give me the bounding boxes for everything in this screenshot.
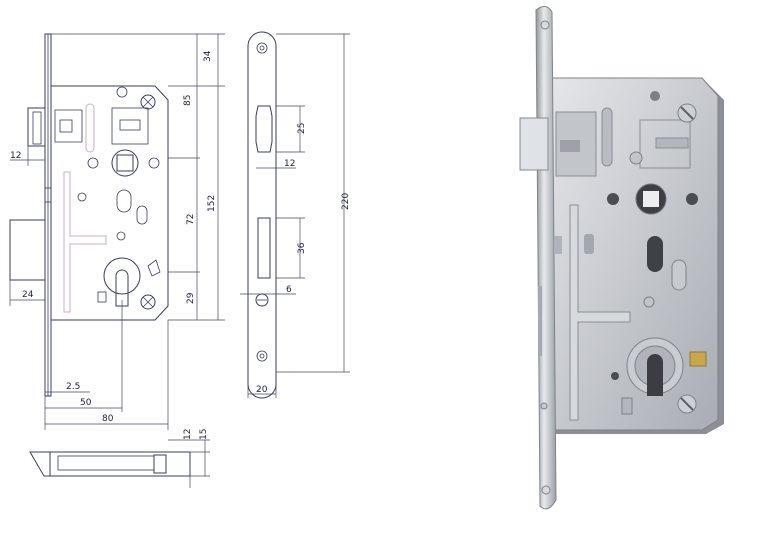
dim-36: 36 (297, 242, 307, 254)
cylinder-keyhole-icon (103, 257, 141, 307)
dim-25: 25 (297, 123, 307, 134)
side-view (240, 31, 350, 399)
lock-photo (519, 6, 724, 510)
dim-6: 6 (286, 285, 292, 295)
front-dimensions (9, 33, 225, 430)
front-view (9, 33, 169, 397)
dim-152: 152 (207, 195, 217, 212)
dim-15: 15 (199, 429, 209, 440)
dim-12-bottom: 12 (183, 429, 193, 440)
screw-icon (140, 294, 156, 310)
dim-50: 50 (80, 398, 92, 408)
bottom-view (29, 439, 210, 488)
dim-85: 85 (183, 95, 193, 106)
dim-29: 29 (186, 292, 196, 304)
dim-24: 24 (22, 290, 34, 300)
dim-72: 72 (186, 214, 196, 225)
dim-80: 80 (102, 414, 114, 424)
dim-20: 20 (256, 385, 268, 395)
dim-34: 34 (203, 50, 213, 62)
dim-2-5: 2.5 (66, 382, 80, 392)
dim-12-left: 12 (10, 151, 21, 161)
screw-icon (140, 94, 156, 110)
dim-12-side: 12 (284, 159, 295, 169)
dim-220: 220 (341, 193, 351, 210)
